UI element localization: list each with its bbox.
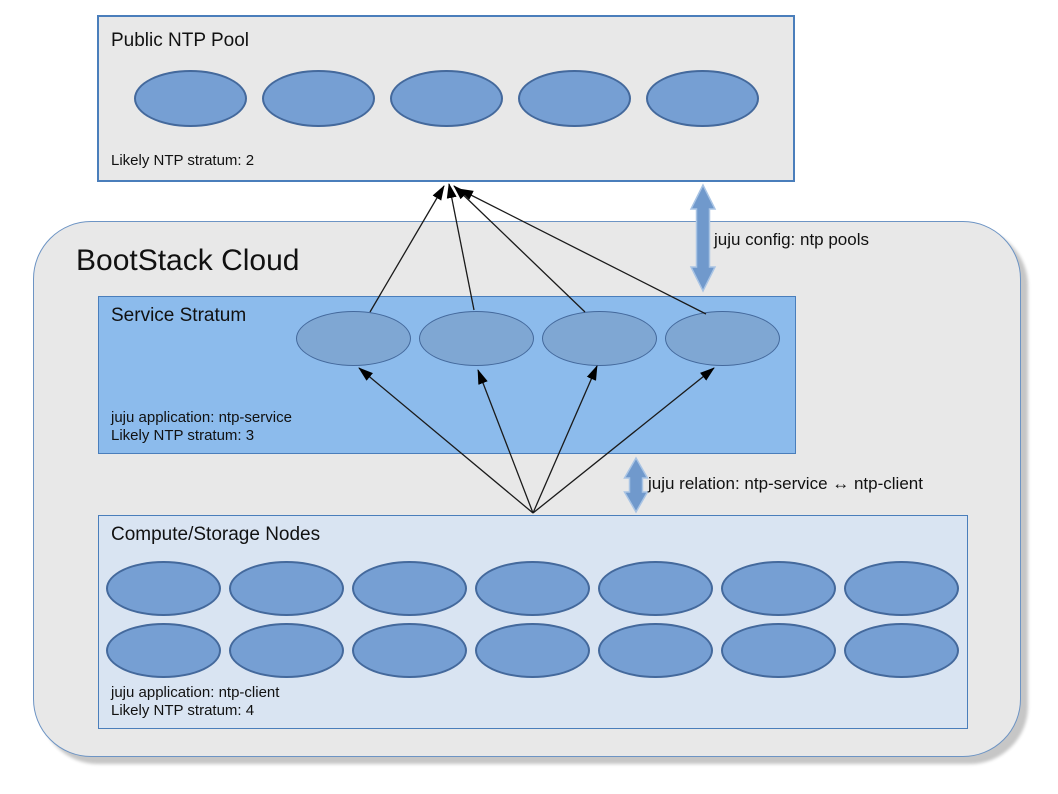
juju-relation-label: juju relation: ntp-service ↔ ntp-client	[648, 474, 923, 493]
compute-app-note: juju application: ntp-client	[111, 684, 280, 701]
service-stratum-title: Service Stratum	[111, 305, 247, 326]
compute-stratum-note: Likely NTP stratum: 4	[111, 702, 255, 719]
ntp-service-unit-ellipse	[296, 311, 411, 366]
ntp-client-node-ellipse	[844, 623, 959, 678]
ntp-client-node-ellipse	[844, 561, 959, 616]
service-unit-row	[296, 311, 780, 366]
ntp-service-unit-ellipse	[542, 311, 657, 366]
ntp-client-node-ellipse	[598, 561, 713, 616]
ntp-pool-server-ellipse	[262, 70, 375, 127]
compute-storage-title: Compute/Storage Nodes	[111, 524, 321, 545]
pool-stratum-note: Likely NTP stratum: 2	[111, 152, 255, 169]
ntp-client-node-ellipse	[106, 561, 221, 616]
ntp-pool-server-ellipse	[134, 70, 247, 127]
service-stratum-box: Service Stratum juju application: ntp-se…	[98, 296, 796, 454]
pool-server-row	[134, 70, 759, 127]
juju-config-label: juju config: ntp pools	[714, 230, 869, 249]
compute-storage-nodes-box: Compute/Storage Nodes juju application: …	[98, 515, 968, 729]
ntp-pool-server-ellipse	[646, 70, 759, 127]
ntp-client-node-ellipse	[475, 561, 590, 616]
ntp-client-node-ellipse	[352, 561, 467, 616]
ntp-service-unit-ellipse	[665, 311, 780, 366]
ntp-pool-server-ellipse	[518, 70, 631, 127]
ntp-client-node-ellipse	[229, 623, 344, 678]
ntp-client-node-ellipse	[598, 623, 713, 678]
ntp-pool-server-ellipse	[390, 70, 503, 127]
ntp-client-node-ellipse	[229, 561, 344, 616]
bootstack-cloud-title: BootStack Cloud	[76, 244, 300, 277]
service-stratum-note: Likely NTP stratum: 3	[111, 427, 255, 444]
compute-node-row-2	[106, 623, 959, 678]
ntp-client-node-ellipse	[106, 623, 221, 678]
compute-node-row-1	[106, 561, 959, 616]
service-app-note: juju application: ntp-service	[111, 409, 292, 426]
public-ntp-pool-box: Public NTP Pool Likely NTP stratum: 2	[97, 15, 795, 182]
ntp-client-node-ellipse	[475, 623, 590, 678]
public-ntp-pool-title: Public NTP Pool	[111, 30, 249, 51]
ntp-service-unit-ellipse	[419, 311, 534, 366]
ntp-client-node-ellipse	[721, 561, 836, 616]
ntp-client-node-ellipse	[352, 623, 467, 678]
ntp-client-node-ellipse	[721, 623, 836, 678]
